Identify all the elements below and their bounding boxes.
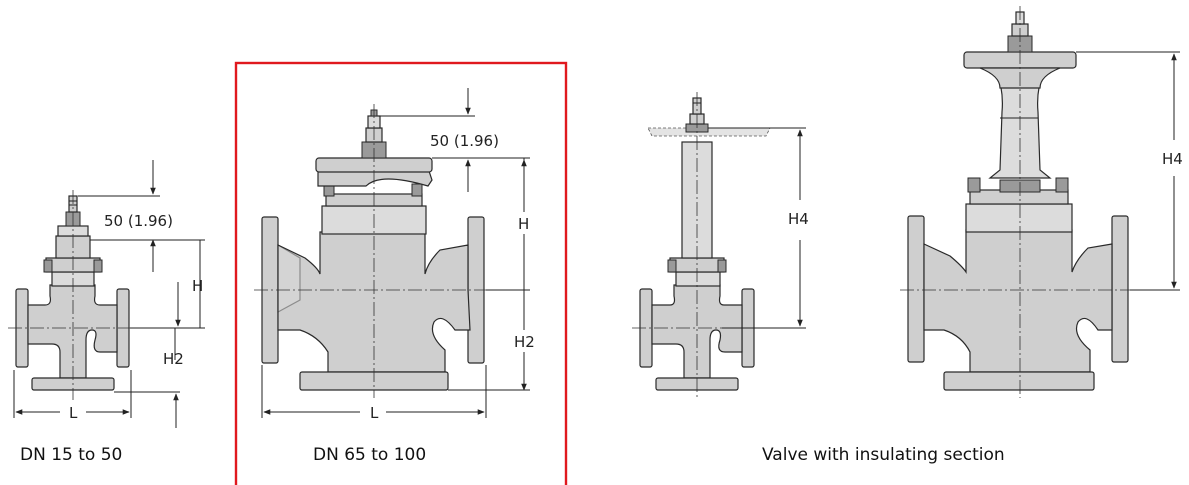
label-mid-L: L — [370, 404, 379, 422]
label-ins-large-H4: H4 — [1162, 150, 1183, 168]
label-mid-H: H — [518, 215, 529, 233]
valve-insulating-large — [907, 11, 1129, 391]
label-small-50: 50 (1.96) — [104, 212, 173, 230]
label-small-L: L — [69, 404, 78, 422]
highlight-frame — [234, 61, 568, 485]
dims-insulating-small — [708, 127, 806, 329]
valve-insulating-small — [639, 97, 771, 391]
label-mid-H2: H2 — [514, 333, 535, 351]
label-ins-small-H4: H4 — [788, 210, 809, 228]
caption-insulating: Valve with insulating section — [762, 445, 1005, 465]
label-mid-50: 50 (1.96) — [430, 132, 499, 150]
label-small-H: H — [192, 277, 203, 295]
caption-mid: DN 65 to 100 — [313, 445, 426, 465]
valve-mid — [261, 109, 485, 391]
dims-small — [13, 160, 205, 428]
caption-small: DN 15 to 50 — [20, 445, 122, 465]
label-small-H2: H2 — [163, 350, 184, 368]
dims-insulating-large — [1076, 51, 1180, 291]
